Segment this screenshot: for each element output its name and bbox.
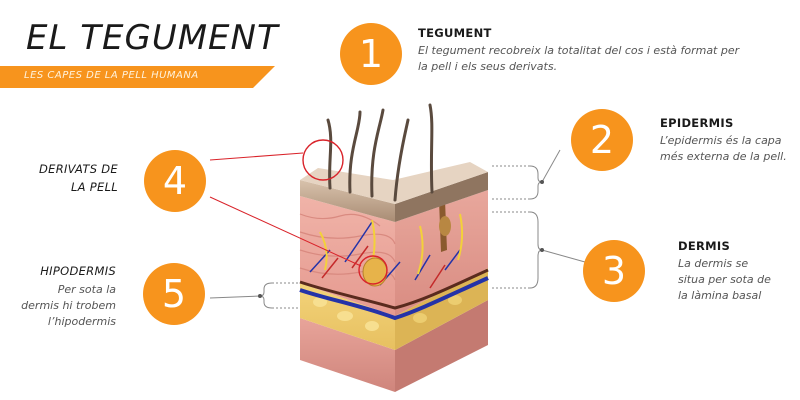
number-badge-3: 3 <box>583 240 645 302</box>
label-desc-epidermis: L’epidermis és la capa més externa de la… <box>660 134 787 163</box>
label-title-dermis: DERMIS <box>678 239 731 253</box>
dermis-layer <box>299 190 488 316</box>
label-desc-dermis: La dermis se situa per sota de la làmina… <box>678 257 771 302</box>
highlight-hair-circle <box>302 139 344 181</box>
label-title-derivats: DERIVATS DE LA PELL <box>38 162 118 194</box>
subtitle-banner: LES CAPES DE LA PELL HUMANA <box>0 66 275 88</box>
number-badge-2: 2 <box>571 109 633 171</box>
blood-vessels <box>299 221 489 321</box>
label-desc-hipodermis: Per sota la dermis hi trobem l’hipodermi… <box>21 283 116 328</box>
label-title-tegument: TEGUMENT <box>418 26 492 40</box>
label-desc-tegument: El tegument recobreix la totalitat del c… <box>418 44 740 73</box>
number-badge-1: 1 <box>340 23 402 85</box>
hair-follicle <box>362 200 451 287</box>
skin-block <box>299 103 489 392</box>
subtitle-banner-shape <box>0 66 275 88</box>
connector-3 <box>492 211 586 289</box>
number-badge-5: 5 <box>143 263 205 325</box>
number-badge-4: 4 <box>144 150 206 212</box>
connector-5 <box>209 282 300 309</box>
label-title-epidermis: EPIDERMIS <box>660 116 734 130</box>
label-title-hipodermis: HIPODERMIS <box>40 264 116 278</box>
epidermis-layer <box>300 162 488 222</box>
highlight-gland-circle <box>358 255 388 285</box>
muscle-layer <box>300 300 488 392</box>
connector-4 <box>209 152 362 267</box>
hairs <box>326 103 434 202</box>
page-title: EL TEGUMENT <box>26 18 279 58</box>
page-subtitle: LES CAPES DE LA PELL HUMANA <box>24 70 199 81</box>
connector-2 <box>492 149 561 200</box>
